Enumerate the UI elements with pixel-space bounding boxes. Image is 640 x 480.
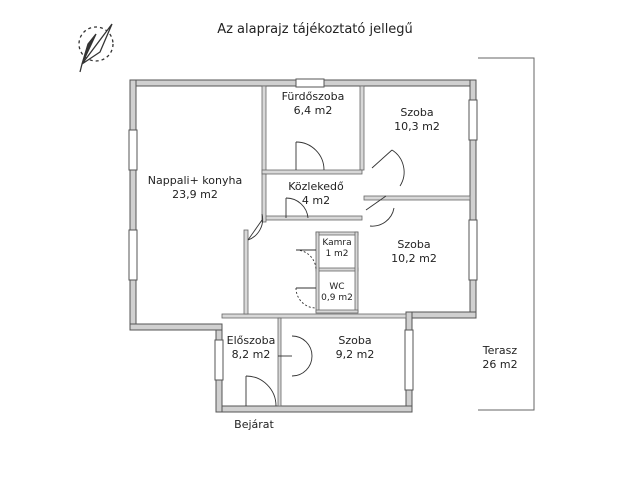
room-label-entry-hall: Előszoba 8,2 m2 [224, 334, 278, 362]
room-area: 4 m2 [301, 193, 331, 207]
room-area: 1 m2 [325, 249, 349, 260]
room-name: WC [329, 282, 345, 292]
room-label-living-kitchen: Nappali+ konyha 23,9 m2 [140, 174, 250, 202]
windows [128, 78, 478, 391]
compass-icon [78, 23, 114, 73]
entrance-label: Bejárat [234, 418, 274, 431]
room-label-bedroom-1: Szoba 10,3 m2 [372, 106, 462, 134]
room-label-wc: WC 0,9 m2 [318, 282, 356, 305]
terrace-outline [478, 57, 535, 411]
plan-title: Az alaprajz tájékoztató jellegű [217, 22, 413, 37]
room-label-hallway: Közlekedő 4 m2 [276, 180, 356, 208]
room-label-terrace: Terasz 26 m2 [462, 344, 538, 372]
interior-walls [221, 85, 471, 407]
room-name: Közlekedő [288, 180, 344, 193]
room-name: Szoba [400, 106, 434, 119]
room-label-bedroom-3: Szoba 9,2 m2 [310, 334, 400, 362]
room-area: 8,2 m2 [231, 347, 271, 361]
room-name: Terasz [482, 344, 518, 357]
room-name: Kamra [322, 238, 352, 248]
room-label-bathroom: Fürdőszoba 6,4 m2 [272, 90, 354, 118]
room-area: 10,2 m2 [391, 251, 437, 265]
doors [245, 141, 405, 407]
room-area: 0,9 m2 [321, 293, 353, 304]
room-area: 6,4 m2 [293, 103, 333, 117]
room-area: 23,9 m2 [172, 187, 218, 201]
room-name: Nappali+ konyha [147, 174, 243, 187]
room-area: 10,3 m2 [394, 119, 440, 133]
room-name: Szoba [338, 334, 372, 347]
room-label-pantry: Kamra 1 m2 [318, 238, 356, 261]
room-area: 26 m2 [482, 357, 518, 371]
room-label-bedroom-2: Szoba 10,2 m2 [364, 238, 464, 266]
room-name: Fürdőszoba [281, 90, 345, 103]
room-name: Előszoba [226, 334, 276, 347]
room-name: Szoba [397, 238, 431, 251]
room-area: 9,2 m2 [335, 347, 375, 361]
